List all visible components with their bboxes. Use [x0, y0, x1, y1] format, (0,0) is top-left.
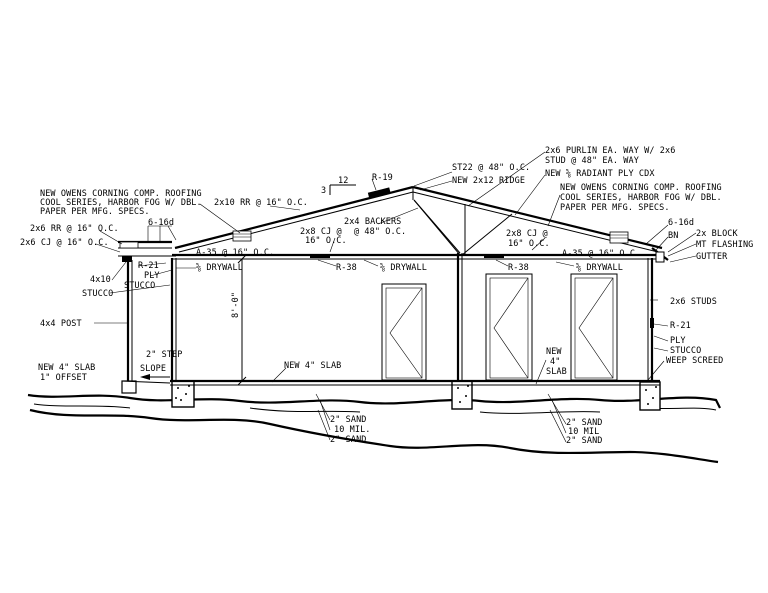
existing-right-block [609, 231, 629, 244]
eave-right [651, 247, 669, 263]
roofing-right-line-2: COOL SERIES, HARBOR FOG W/ DBL. [560, 193, 722, 203]
slab-right-line-1: NEW [546, 347, 562, 357]
roofing-left-line-3: PAPER PER MFG. SPECS. [40, 207, 150, 217]
cj-right-line-2: 16" O.C. [508, 239, 550, 249]
post-4x4-label: 4x4 POST [40, 319, 82, 329]
ply-left-label: PLY [144, 271, 160, 281]
slab-right-line-2: 4" [550, 357, 560, 367]
ground-line [27, 393, 721, 464]
stucco-left-label-1: STUCCO [124, 281, 155, 291]
ceiling-2x6-label: 2x6 CJ @ 16" O.C. [20, 238, 109, 248]
sand-right-line-2: 10 MIL [568, 427, 599, 437]
annotation-labels: NEW OWENS CORNING COMP. ROOFING COOL SER… [20, 146, 753, 446]
drywall-label-1: ⅝ DRYWALL [196, 263, 243, 273]
backers-line-2: @ 48" O.C. [354, 227, 406, 237]
drywall-label-2: ⅝ DRYWALL [380, 263, 427, 273]
mt-flashing-label: MT FLASHING [696, 240, 753, 250]
slope-label: SLOPE [140, 364, 166, 374]
r38-left-label: R-38 [336, 263, 357, 273]
footing-right [639, 381, 661, 411]
door-right [570, 273, 618, 381]
sand-right-line-3: 2" SAND [566, 436, 603, 446]
block-2x-label: 2x BLOCK [696, 229, 739, 239]
roofing-left-line-2: COOL SERIES, HARBOR FOG W/ DBL. [40, 198, 202, 208]
radiant-ply-label: NEW ⅝ RADIANT PLY CDX [545, 169, 655, 179]
interior-wall-center [456, 253, 463, 381]
nail-left-label: 6-16d [148, 218, 174, 228]
height-dimension: 8'-0" [231, 254, 247, 386]
slab-mid-label: NEW 4" SLAB [284, 361, 341, 371]
ply-right-label: PLY [670, 336, 686, 346]
cj-right-line-1: 2x8 CJ @ [506, 229, 548, 239]
pitch-run-label: 12 [338, 176, 348, 186]
sand-right-line-1: 2" SAND [566, 418, 603, 428]
slope-arrow [140, 374, 170, 380]
r21-left-label: R-21 [138, 261, 159, 271]
door-left [381, 283, 427, 381]
rafter-2x6-label: 2x6 RR @ 16" O.C. [30, 224, 119, 234]
weep-screed-label: WEEP SCREED [666, 356, 723, 366]
a35-left-label: A-35 @ 16" O.C. [196, 248, 274, 258]
door-center [485, 273, 533, 381]
floor-slab [121, 379, 660, 386]
pitch-rise-label: 3 [321, 186, 326, 196]
nail-right-label: 6-16d [668, 218, 694, 228]
ridge-label: NEW 2x12 RIDGE [452, 176, 525, 186]
porch-eave-left [118, 225, 176, 262]
height-dimension-label: 8'-0" [231, 292, 241, 318]
slab-left-line-1: NEW 4" SLAB [38, 363, 95, 373]
porch-post [126, 260, 133, 381]
bn-label: BN [668, 231, 678, 241]
gutter-label: GUTTER [696, 252, 728, 262]
purlin-line-1: 2x6 PURLIN EA. WAY W/ 2x6 [545, 146, 675, 156]
sand-left-line-1: 2" SAND [330, 415, 367, 425]
sand-left-line-3: 2" SAND [330, 435, 367, 445]
exterior-wall-left [170, 258, 177, 381]
slab-right-line-3: SLAB [546, 367, 567, 377]
roof-pitch-symbol: 12 3 [321, 176, 356, 196]
roofing-right-line-1: NEW OWENS CORNING COMP. ROOFING [560, 183, 722, 193]
cj-left-line-1: 2x8 CJ @ [300, 227, 342, 237]
stucco-left-label-2: STUCCO [82, 289, 113, 299]
existing-left-block [232, 230, 252, 242]
drywall-label-3: ⅝ DRYWALL [576, 263, 623, 273]
cj-left-line-2: 16" O.C. [305, 236, 347, 246]
slab-left-line-2: 1" OFFSET [40, 373, 87, 383]
studs-2x6-label: 2x6 STUDS [670, 297, 717, 307]
ceiling-joists [172, 253, 656, 260]
r19-label: R-19 [372, 173, 393, 183]
leader-lines [94, 151, 697, 443]
step-label: 2" STEP [146, 350, 183, 360]
a35-right-label: A-35 @ 16" O.C. [562, 249, 640, 259]
st22-label: ST22 @ 48" O.C. [452, 163, 530, 173]
roofing-right-line-3: PAPER PER MFG. SPECS. [560, 203, 670, 213]
backers-line-1: 2x4 BACKERS [344, 217, 401, 227]
exterior-wall-right [647, 258, 654, 381]
sand-left-line-2: 10 MIL. [334, 425, 371, 435]
stucco-right-label: STUCCO [670, 346, 701, 356]
beam-4x10-label: 4x10 [90, 275, 111, 285]
roofing-left-line-1: NEW OWENS CORNING COMP. ROOFING [40, 189, 202, 199]
r21-right-label: R-21 [670, 321, 691, 331]
porch-footing [121, 380, 137, 394]
purlin-line-2: STUD @ 48" EA. WAY [545, 156, 639, 166]
r38-right-label: R-38 [508, 263, 529, 273]
rafter-2x10-label: 2x10 RR @ 16" O.C. [214, 198, 308, 208]
